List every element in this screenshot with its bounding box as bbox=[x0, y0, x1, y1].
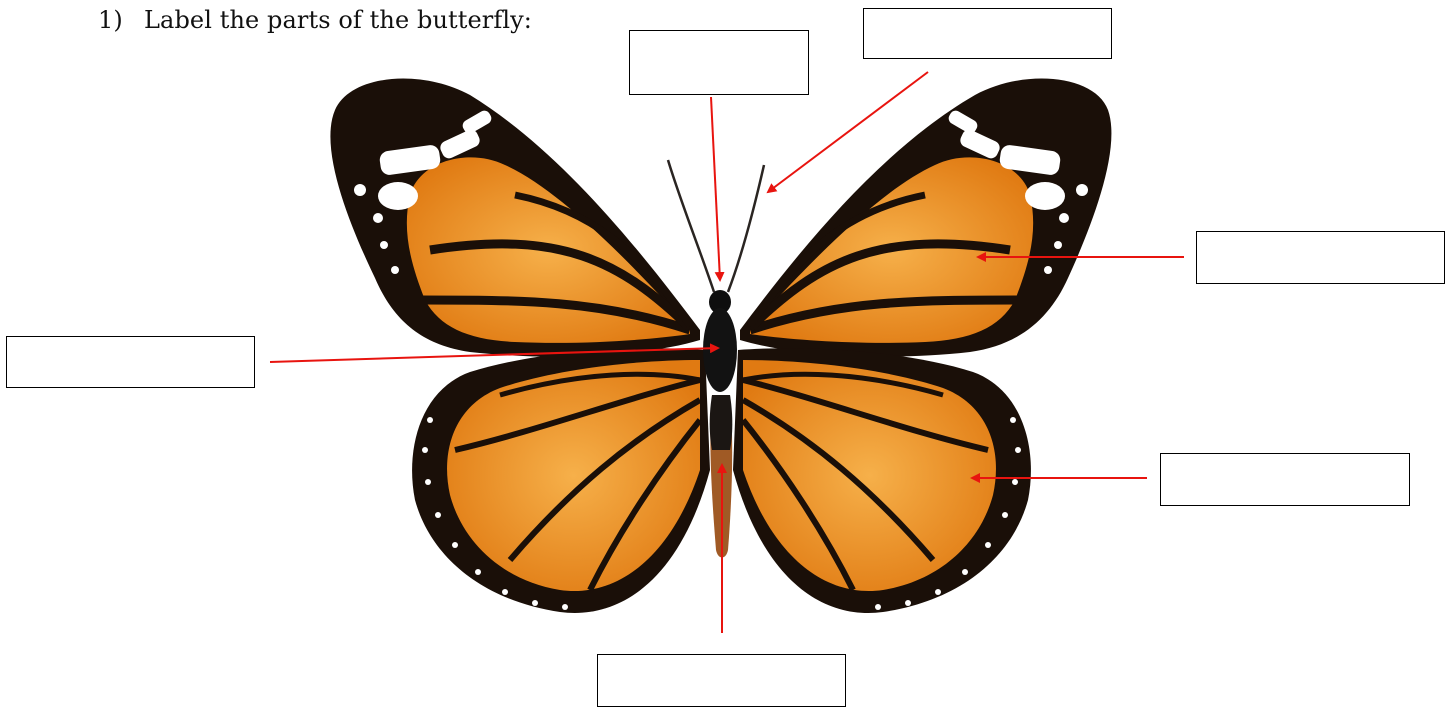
left-hindwing bbox=[412, 348, 710, 613]
right-forewing bbox=[740, 79, 1111, 357]
right-hindwing bbox=[733, 348, 1031, 613]
label-box-forewing[interactable] bbox=[1196, 231, 1445, 284]
arrow-head bbox=[711, 97, 720, 280]
label-box-abdomen[interactable] bbox=[597, 654, 846, 707]
label-box-antenna[interactable] bbox=[863, 8, 1112, 59]
left-forewing bbox=[330, 79, 700, 357]
left-antenna bbox=[668, 160, 714, 292]
label-box-head[interactable] bbox=[629, 30, 809, 95]
thorax bbox=[703, 308, 737, 392]
label-box-thorax[interactable] bbox=[6, 336, 255, 388]
label-box-hindwing[interactable] bbox=[1160, 453, 1410, 506]
right-antenna bbox=[728, 165, 764, 292]
